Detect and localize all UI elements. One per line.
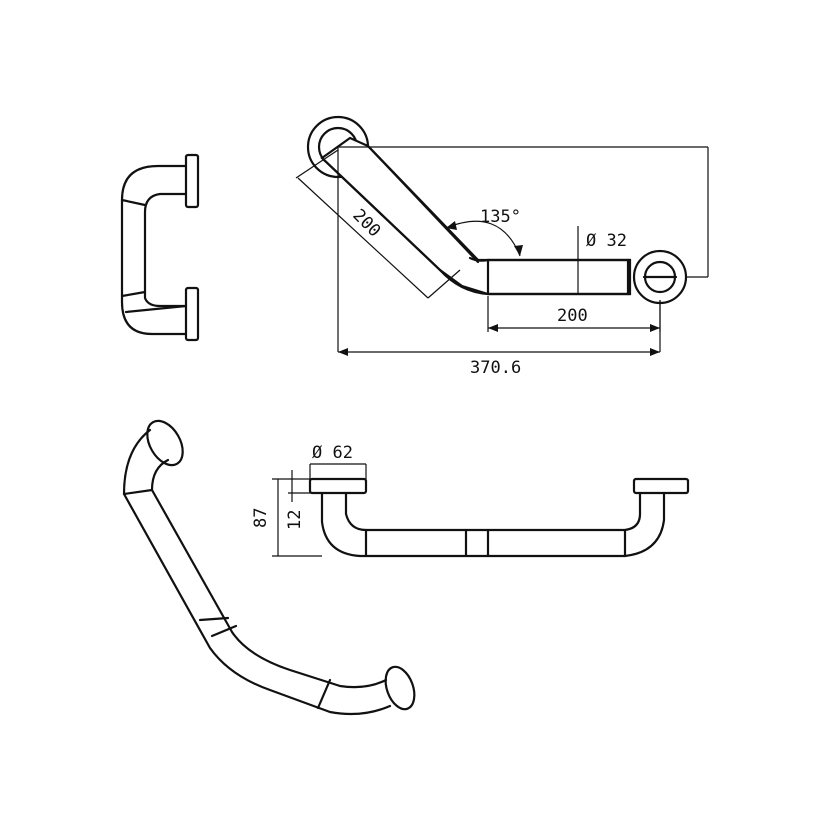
dim-angled-line (297, 177, 429, 299)
front-view-tube-outer (320, 491, 666, 558)
top-view-bend-outer (438, 268, 490, 296)
ext-line-angled-1 (295, 149, 339, 179)
top-view-tube-edge-lower (366, 144, 480, 264)
dim-overall-arrow-right (650, 348, 660, 356)
dim-straight-label: 200 (557, 306, 588, 326)
perspective-tube-outer (122, 428, 392, 716)
perspective-bottom-flange (384, 665, 416, 711)
top-view-tube-edge-upper (320, 156, 442, 272)
dim-straight-arrow-right (650, 324, 660, 332)
perspective-top-flange (146, 419, 184, 467)
side-view-tube-outer (120, 164, 188, 336)
dim-thickness-label: 12 (285, 510, 305, 530)
side-view-tube-inner (143, 192, 188, 308)
dim-overall-label: 370.6 (470, 358, 521, 378)
perspective-joint-2 (198, 616, 230, 622)
dim-flange-diameter-label: Ø 62 (312, 443, 353, 463)
dim-overall-arrow-left (338, 348, 348, 356)
ext-line-angled-2 (427, 269, 461, 299)
side-view (120, 153, 200, 342)
dim-angle-label: 135° (480, 207, 521, 227)
side-view-bottom-flange (184, 286, 200, 342)
side-view-joint-2 (120, 290, 147, 298)
perspective-joint-1 (122, 488, 154, 496)
perspective-joint-4 (316, 678, 332, 710)
perspective-view (122, 419, 416, 716)
perspective-joint-3 (210, 624, 238, 638)
dim-height-label: 87 (251, 508, 271, 528)
dim-straight-arrow-left (488, 324, 498, 332)
dim-angle-arrow-1 (446, 221, 457, 230)
top-view: 370.6 200 200 135° Ø 32 (295, 115, 709, 378)
dim-angle-arrow-2 (514, 245, 523, 256)
dim-tube-diameter-label: Ø 32 (586, 231, 627, 251)
top-view-bend-inner (468, 256, 490, 262)
front-view-tube-inner (344, 491, 642, 532)
perspective-tube-inner (150, 458, 388, 689)
side-view-joint-1 (120, 198, 147, 207)
front-view: 87 12 Ø 62 (251, 443, 690, 558)
side-view-top-flange (184, 153, 200, 209)
front-view-left-flange (308, 477, 368, 495)
side-view-joint-3 (124, 304, 188, 314)
front-view-right-flange (632, 477, 690, 495)
